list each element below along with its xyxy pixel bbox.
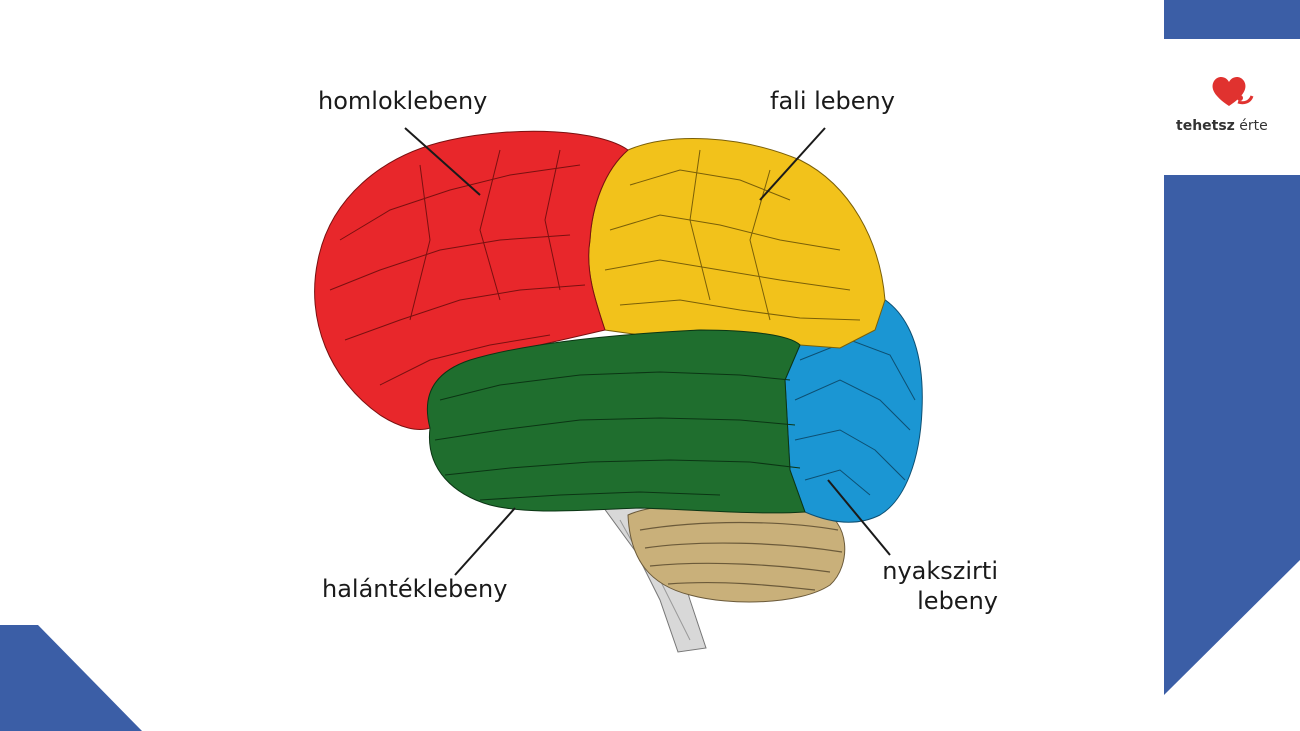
logo-light-text: érte bbox=[1239, 118, 1268, 134]
temporal-lobe-label: halántéklebeny bbox=[322, 575, 508, 603]
right-accent-band bbox=[1164, 175, 1300, 695]
heart-icon bbox=[1212, 76, 1254, 106]
logo-bold-text: tehetsz bbox=[1176, 118, 1235, 134]
frontal-lobe-label: homloklebeny bbox=[318, 87, 488, 115]
occipital-label-line1: nyakszirti bbox=[882, 557, 998, 585]
tehetsz-erte-logo: tehetsz érte bbox=[1176, 72, 1296, 142]
occipital-lobe-label: nyakszirti lebeny bbox=[872, 556, 998, 616]
bottom-left-accent-triangle bbox=[0, 625, 142, 731]
occipital-label-line2: lebeny bbox=[917, 587, 998, 615]
top-right-accent-bar bbox=[1164, 0, 1300, 39]
parietal-lobe-label: fali lebeny bbox=[770, 87, 895, 115]
parietal-lobe bbox=[588, 138, 886, 349]
temporal-lobe bbox=[426, 329, 806, 514]
logo-wordmark: tehetsz érte bbox=[1176, 118, 1296, 134]
